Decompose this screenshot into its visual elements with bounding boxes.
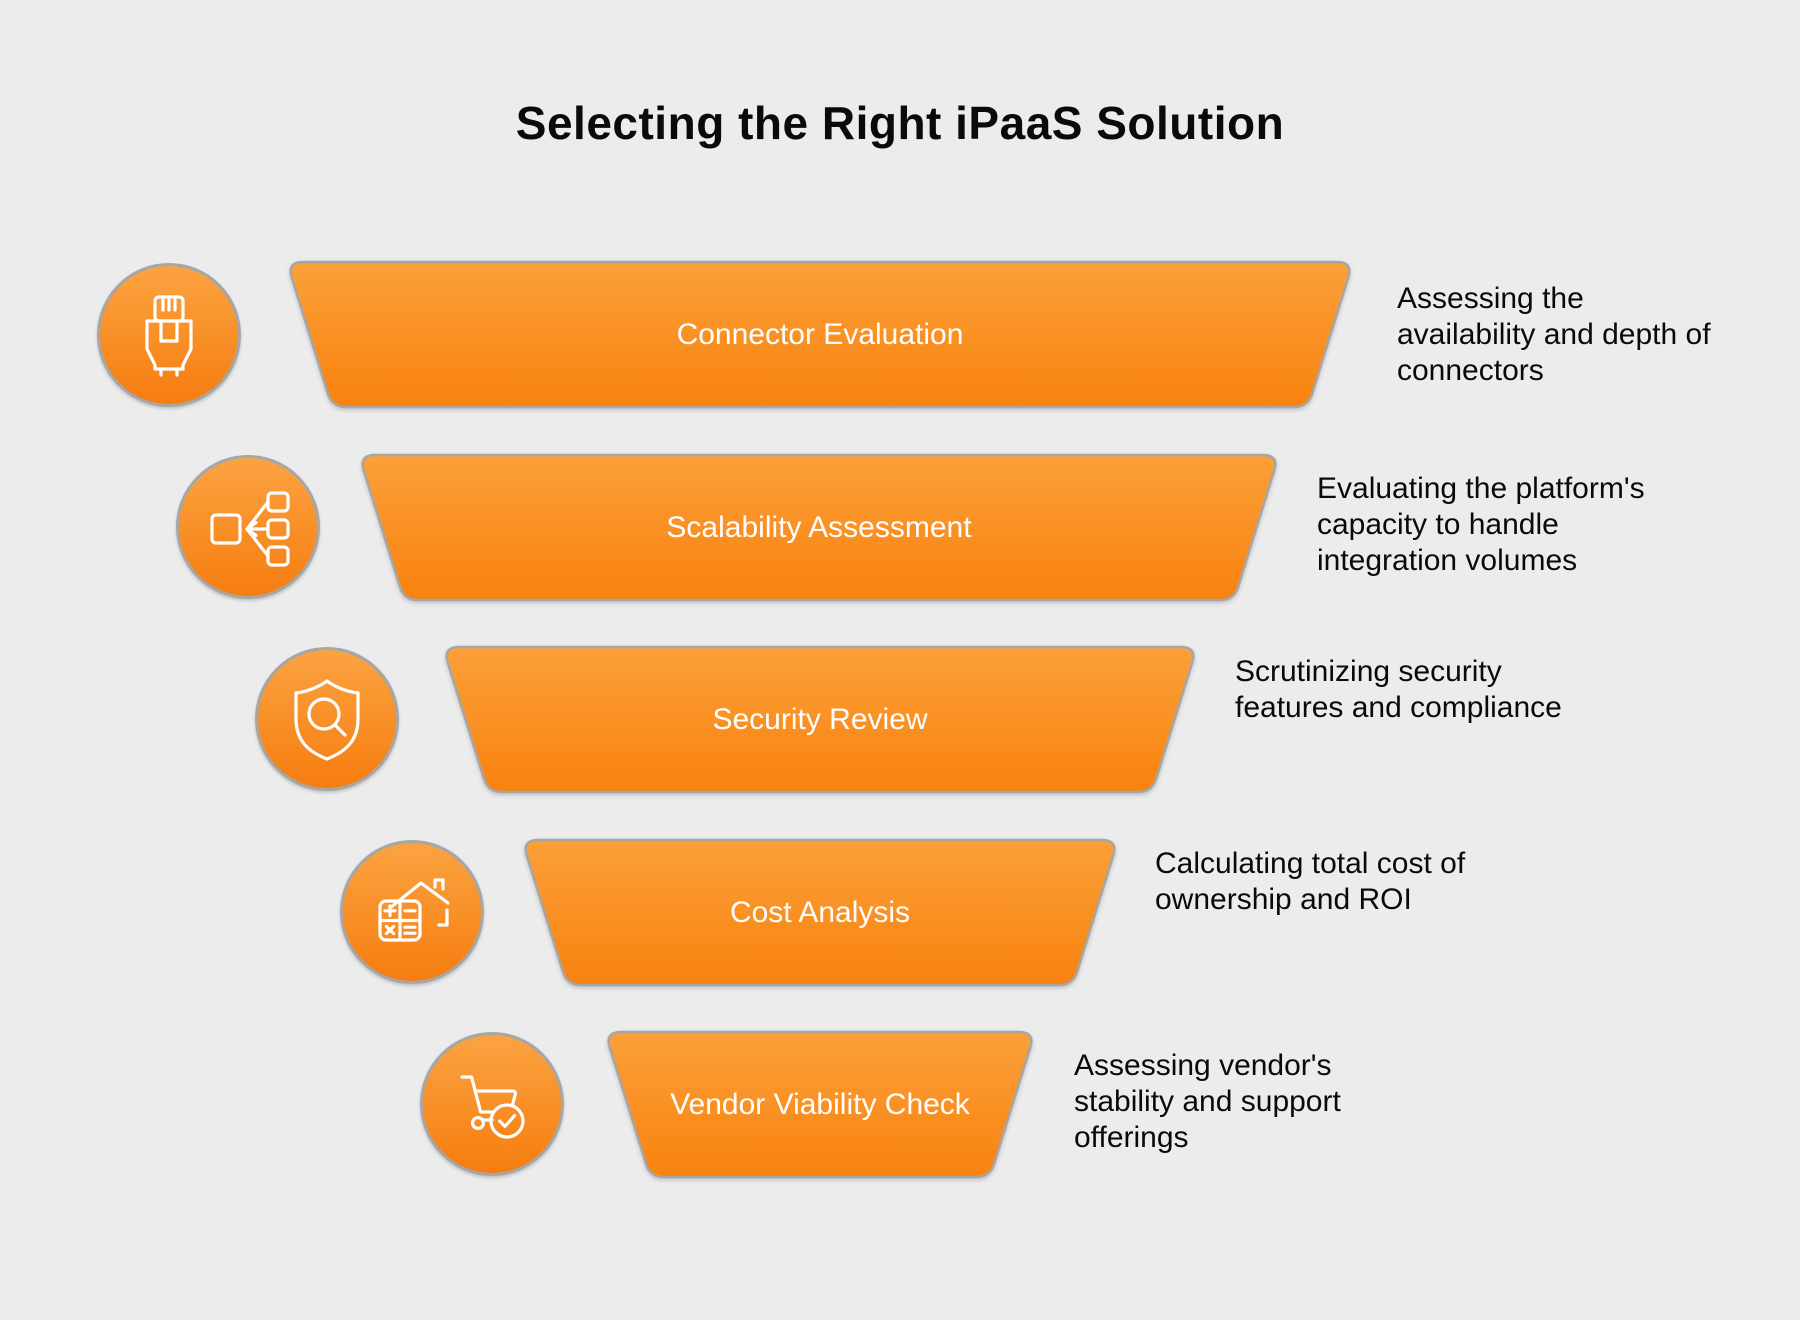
stage-description: Assessing vendor's stability and support…	[1074, 1049, 1341, 1154]
funnel-bar-scalability-assessment	[361, 453, 1277, 602]
stage-description: Calculating total cost of ownership and …	[1155, 847, 1466, 916]
funnel-bar-vendor-viability-check	[607, 1030, 1033, 1179]
stage-description: Assessing the availability and depth of …	[1397, 282, 1711, 387]
ethernet-connector-icon	[97, 263, 241, 407]
funnel-bar-connector-evaluation	[289, 260, 1351, 409]
calculator-house-icon	[340, 840, 484, 984]
cart-check-icon	[420, 1032, 564, 1176]
funnel-bar-security-review	[445, 645, 1195, 794]
flowchart-merge-icon	[176, 455, 320, 599]
stage-description: Scrutinizing security features and compl…	[1235, 655, 1562, 724]
stage-description: Evaluating the platform's capacity to ha…	[1317, 472, 1645, 577]
page-title: Selecting the Right iPaaS Solution	[515, 97, 1285, 149]
shield-magnifier-icon	[255, 647, 399, 791]
funnel-bar-cost-analysis	[524, 838, 1116, 987]
